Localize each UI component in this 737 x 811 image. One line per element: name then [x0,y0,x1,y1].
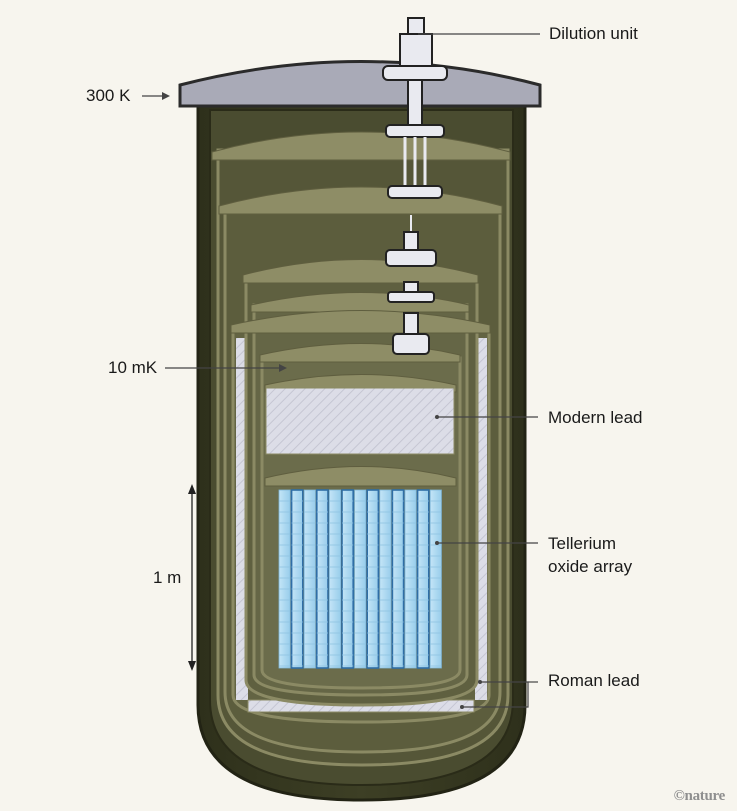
label-tellerium-line1: Tellerium [548,534,617,553]
crystal-tower [303,489,316,669]
crystal-tower [391,489,405,669]
crystal-tower [366,489,380,669]
tellerium-oxide-array [278,489,442,669]
label-dilution-unit: Dilution unit [549,24,638,43]
crystal-tower [379,489,392,669]
scale-bar [188,484,196,671]
leader-lines [142,33,540,709]
label-roman-lead: Roman lead [548,671,640,690]
dilution-unit-column [382,17,448,355]
crystal-tower [429,489,442,669]
crystal-tower [328,489,341,669]
label-tellerium-line2: oxide array [548,557,633,576]
plate-5 [230,310,491,334]
label-300k: 300 K [86,86,131,105]
modern-lead-block [265,387,455,455]
label-10mk: 10 mK [108,358,158,377]
label-scale-1m: 1 m [153,568,182,587]
label-modern-lead: Modern lead [548,408,643,427]
crystal-tower [341,489,354,669]
crystal-tower [315,489,329,669]
lid [178,60,542,108]
crystal-tower [290,489,304,669]
crystal-tower [404,489,417,669]
nature-credit: ©nature [673,788,726,804]
crystal-tower [416,489,430,669]
plate-8 [264,466,457,487]
crystal-tower [354,489,367,669]
crystal-tower [278,489,291,669]
